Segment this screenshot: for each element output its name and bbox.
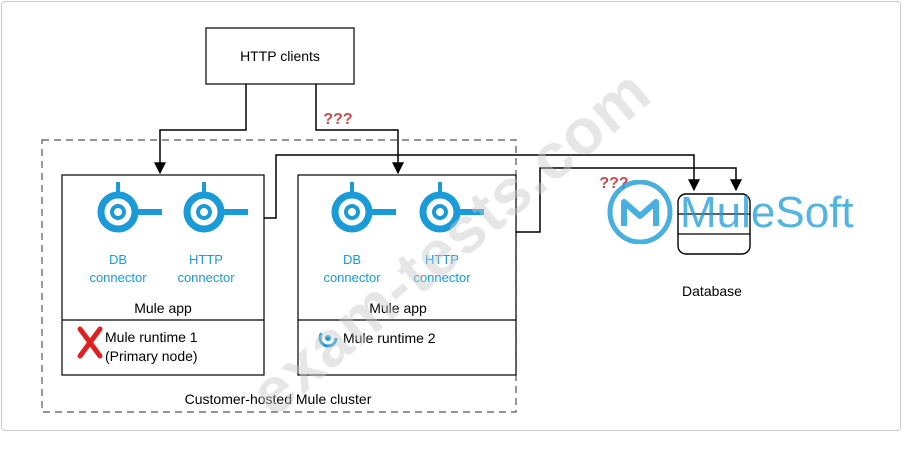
question-marks-1: ??? [323, 111, 352, 128]
mule-app-label-2: Mule app [369, 300, 427, 316]
db-connector-label: DB [343, 252, 361, 267]
spinner-icon [318, 328, 338, 348]
db-connector-label: DB [109, 252, 127, 267]
db-connector-sublabel: connector [89, 270, 147, 285]
http-connector-sublabel: connector [413, 270, 471, 285]
database-icon [677, 193, 751, 255]
runtime-1-sublabel: (Primary node) [105, 348, 198, 364]
http-connector-sublabel: connector [177, 270, 235, 285]
http-connector-label: HTTP [425, 252, 459, 267]
http-clients-box [205, 27, 355, 85]
http-clients-label: HTTP clients [240, 48, 320, 64]
question-marks-2: ??? [599, 175, 628, 192]
arrow-clients-to-node2 [315, 84, 404, 175]
cluster-label: Customer-hosted Mule cluster [185, 391, 372, 407]
architecture-diagram: Customer-hosted Mule cluster HTTP client… [41, 27, 751, 413]
arrow-node1-to-db [264, 154, 700, 219]
db-connector-sublabel: connector [323, 270, 381, 285]
runtime-1-label: Mule runtime 1 [105, 329, 198, 345]
database-label: Database [682, 283, 742, 299]
mule-app-label-1: Mule app [134, 300, 192, 316]
arrow-node2-to-db [516, 167, 742, 233]
runtime-2-label: Mule runtime 2 [343, 330, 436, 346]
cluster-boundary [41, 139, 517, 413]
failed-x-icon [77, 326, 103, 359]
arrow-clients-to-node1 [154, 84, 247, 175]
mule-node-1 [61, 174, 265, 376]
diagram-frame [1, 1, 901, 431]
http-connector-label: HTTP [189, 252, 223, 267]
